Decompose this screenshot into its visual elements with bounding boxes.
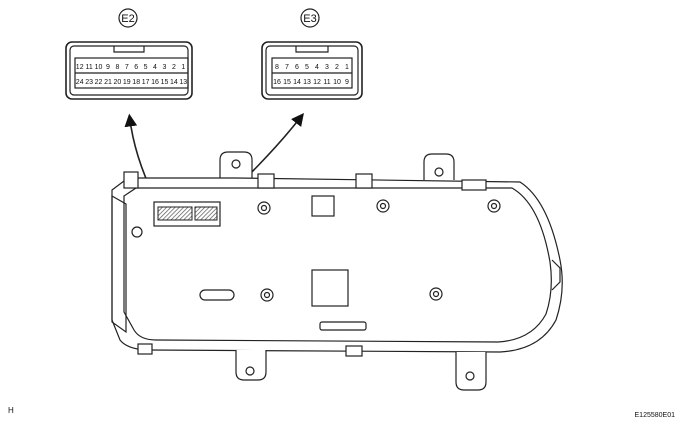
pin-label: 4 bbox=[315, 64, 319, 71]
bottom-clip-1 bbox=[137, 343, 153, 355]
pin-label: 11 bbox=[323, 79, 330, 86]
screw-boss-5 bbox=[429, 287, 443, 301]
top-clip-4 bbox=[461, 179, 487, 191]
pin-label: 21 bbox=[104, 79, 112, 86]
screw-boss-4 bbox=[260, 288, 274, 302]
bottom-mount-hole-left bbox=[245, 366, 255, 376]
left-side-panel bbox=[111, 194, 127, 334]
pin-label: 16 bbox=[273, 79, 281, 86]
connector-e3-label: E3 bbox=[303, 13, 316, 25]
pin-label: 9 bbox=[106, 64, 110, 71]
screw-boss-3 bbox=[487, 199, 501, 213]
pin-label: 23 bbox=[85, 79, 93, 86]
bottom-mount-tab-right bbox=[455, 352, 487, 391]
figure-code: E125580E01 bbox=[634, 412, 675, 419]
pin-label: 13 bbox=[303, 79, 311, 86]
housing-outer bbox=[111, 177, 563, 353]
meter-housing bbox=[111, 151, 563, 391]
pin-label: 1 bbox=[345, 64, 349, 71]
pin-label: 5 bbox=[144, 64, 148, 71]
right-edge-detail bbox=[551, 259, 561, 291]
connector-e2-lock-tab bbox=[113, 46, 145, 53]
bottom-mount-hole-right bbox=[465, 371, 475, 381]
pin-label: 20 bbox=[114, 79, 122, 86]
lower-slot bbox=[319, 321, 367, 331]
top-clip-2 bbox=[257, 173, 275, 189]
connector-e3-inner bbox=[265, 45, 359, 96]
top-clip-3 bbox=[355, 173, 373, 189]
pin-label: 14 bbox=[170, 79, 178, 86]
left-slot bbox=[199, 289, 235, 301]
top-mount-hole-left bbox=[231, 159, 241, 169]
pin-label: 4 bbox=[153, 64, 157, 71]
pin-label: 2 bbox=[335, 64, 339, 71]
housing-inner bbox=[123, 187, 552, 343]
screw-boss-5-center bbox=[432, 290, 440, 298]
pin-label: 1 bbox=[181, 64, 185, 71]
center-block bbox=[311, 269, 349, 307]
pin-label: 6 bbox=[134, 64, 138, 71]
top-clip-1 bbox=[123, 171, 139, 189]
pin-label: 14 bbox=[293, 79, 301, 86]
top-mount-tab-right bbox=[423, 153, 455, 180]
pin-label: 8 bbox=[115, 64, 119, 71]
pin-label: 10 bbox=[333, 79, 341, 86]
pin-label: 16 bbox=[151, 79, 159, 86]
screw-boss-4-center bbox=[263, 291, 271, 299]
pin-label: 22 bbox=[95, 79, 103, 86]
connector-e3-outer bbox=[261, 41, 363, 100]
bottom-mount-tab-left bbox=[235, 350, 267, 381]
socket-e3 bbox=[194, 206, 218, 221]
left-pin bbox=[131, 226, 143, 238]
screw-boss-2 bbox=[376, 199, 390, 213]
pin-label: 3 bbox=[163, 64, 167, 71]
pin-label: 5 bbox=[305, 64, 309, 71]
connector-e2-tag-circle bbox=[118, 8, 138, 28]
pin-label: 19 bbox=[123, 79, 131, 86]
screw-boss-1 bbox=[257, 201, 271, 215]
pin-label: 12 bbox=[76, 64, 84, 71]
pin-label: 18 bbox=[132, 79, 140, 86]
connector-e3-tag-circle bbox=[300, 8, 320, 28]
pin-label: 24 bbox=[76, 79, 84, 86]
top-window bbox=[311, 195, 335, 217]
pin-label: 7 bbox=[125, 64, 129, 71]
pin-label: 10 bbox=[95, 64, 103, 71]
pin-label: 15 bbox=[161, 79, 169, 86]
screw-boss-1-center bbox=[260, 204, 268, 212]
pin-label: 13 bbox=[179, 79, 187, 86]
top-mount-hole-right bbox=[434, 167, 444, 177]
pin-label: 6 bbox=[295, 64, 299, 71]
drawing-mark: H bbox=[8, 406, 14, 415]
connector-e2-outer bbox=[65, 41, 193, 100]
socket-e2 bbox=[157, 206, 193, 221]
bottom-clip-2 bbox=[345, 345, 363, 357]
pin-label: 15 bbox=[283, 79, 291, 86]
top-mount-tab-left bbox=[219, 151, 253, 178]
pin-label: 17 bbox=[142, 79, 150, 86]
pin-label: 9 bbox=[345, 79, 349, 86]
screw-boss-3-center bbox=[490, 202, 498, 210]
pin-label: 3 bbox=[325, 64, 329, 71]
pin-label: 11 bbox=[85, 64, 92, 71]
connector-e2-label: E2 bbox=[121, 13, 134, 25]
pin-label: 7 bbox=[285, 64, 289, 71]
pin-label: 2 bbox=[172, 64, 176, 71]
screw-boss-2-center bbox=[379, 202, 387, 210]
pin-label: 8 bbox=[275, 64, 279, 71]
connector-e3-lock-tab bbox=[295, 46, 329, 53]
pin-label: 12 bbox=[313, 79, 321, 86]
